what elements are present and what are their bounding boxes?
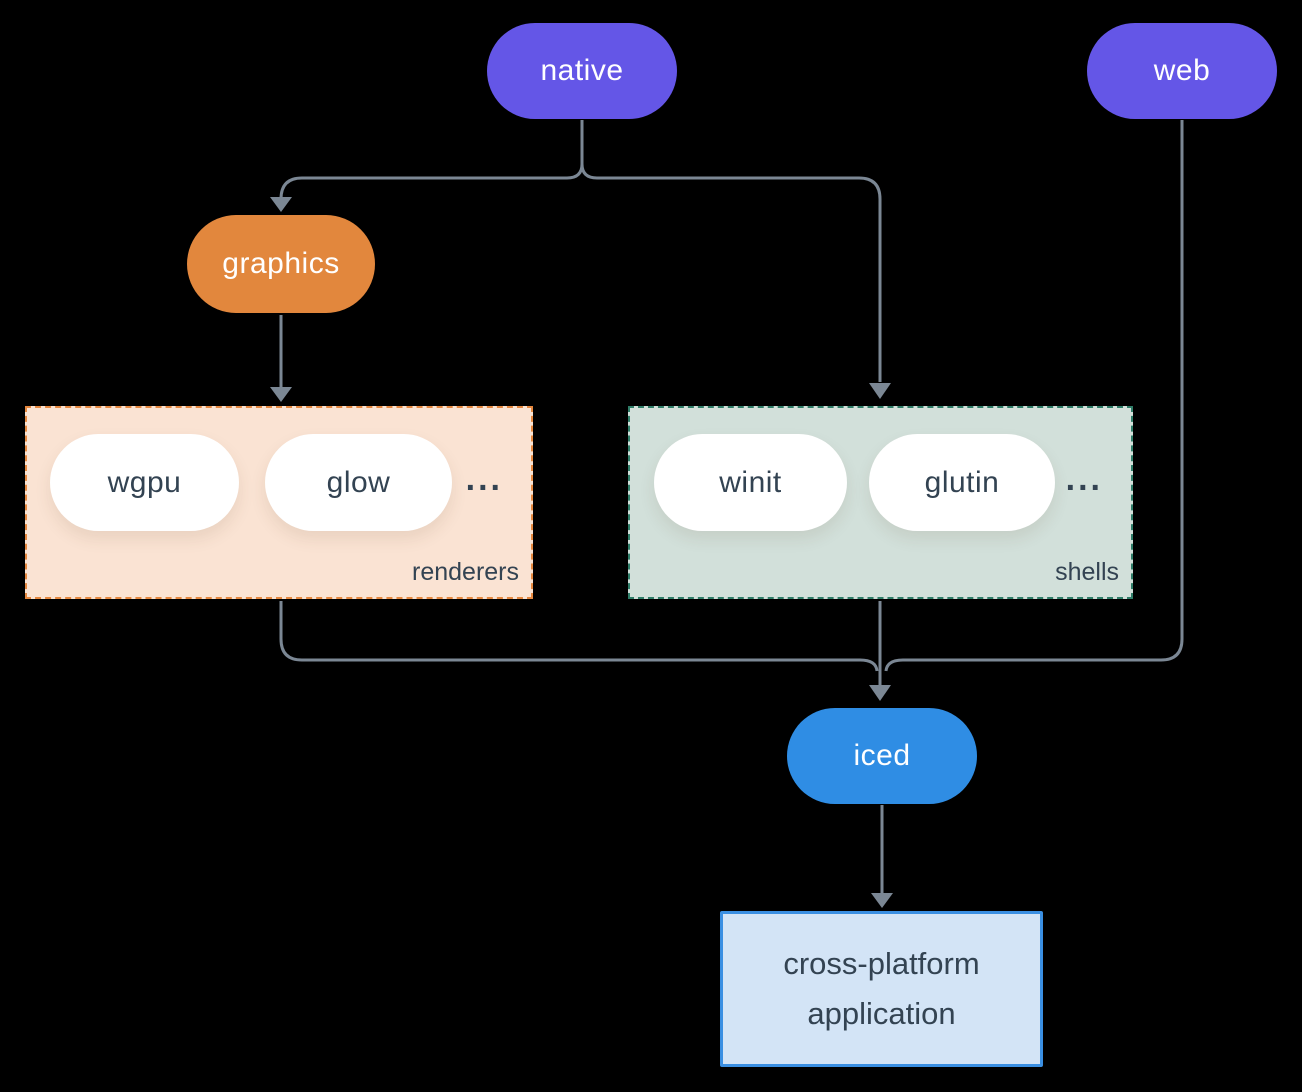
edge-native-shells: [580, 120, 882, 382]
arrowhead-graphics: [270, 197, 292, 212]
renderers-ellipsis: ...: [465, 460, 503, 498]
node-glow-label: glow: [326, 465, 391, 499]
shells-ellipsis: ...: [1065, 460, 1103, 498]
node-iced: iced: [787, 708, 977, 804]
group-shells: winit glutin ... shells: [628, 406, 1133, 599]
node-web-label: web: [1153, 54, 1211, 87]
node-web: web: [1087, 23, 1277, 119]
arrowhead-shells: [869, 383, 891, 399]
application-label-line1: cross-platform: [783, 946, 980, 982]
node-iced-label: iced: [853, 739, 911, 772]
application-label-line2: application: [807, 996, 956, 1031]
node-glutin-label: glutin: [924, 465, 1000, 499]
arrowhead-application: [871, 893, 893, 908]
edge-native-graphics: [279, 120, 584, 200]
node-winit-label: winit: [719, 465, 782, 499]
node-wgpu: wgpu: [50, 434, 239, 531]
edge-web-iced: [884, 120, 1184, 672]
renderers-group-label: renderers: [412, 558, 519, 586]
node-graphics-label: graphics: [222, 247, 340, 280]
node-native: native: [487, 23, 677, 119]
node-cross-platform-application: cross-platform application: [720, 911, 1043, 1067]
arrowhead-renderers: [270, 387, 292, 402]
shells-group-label: shells: [1055, 558, 1119, 586]
node-glutin: glutin: [869, 434, 1055, 531]
edge-renderers-iced: [279, 601, 879, 672]
node-graphics: graphics: [187, 215, 375, 313]
group-renderers: wgpu glow ... renderers: [25, 406, 533, 599]
node-winit: winit: [654, 434, 847, 531]
node-native-label: native: [540, 54, 624, 87]
node-glow: glow: [265, 434, 452, 531]
arrowhead-iced: [869, 685, 891, 701]
node-wgpu-label: wgpu: [107, 465, 182, 499]
